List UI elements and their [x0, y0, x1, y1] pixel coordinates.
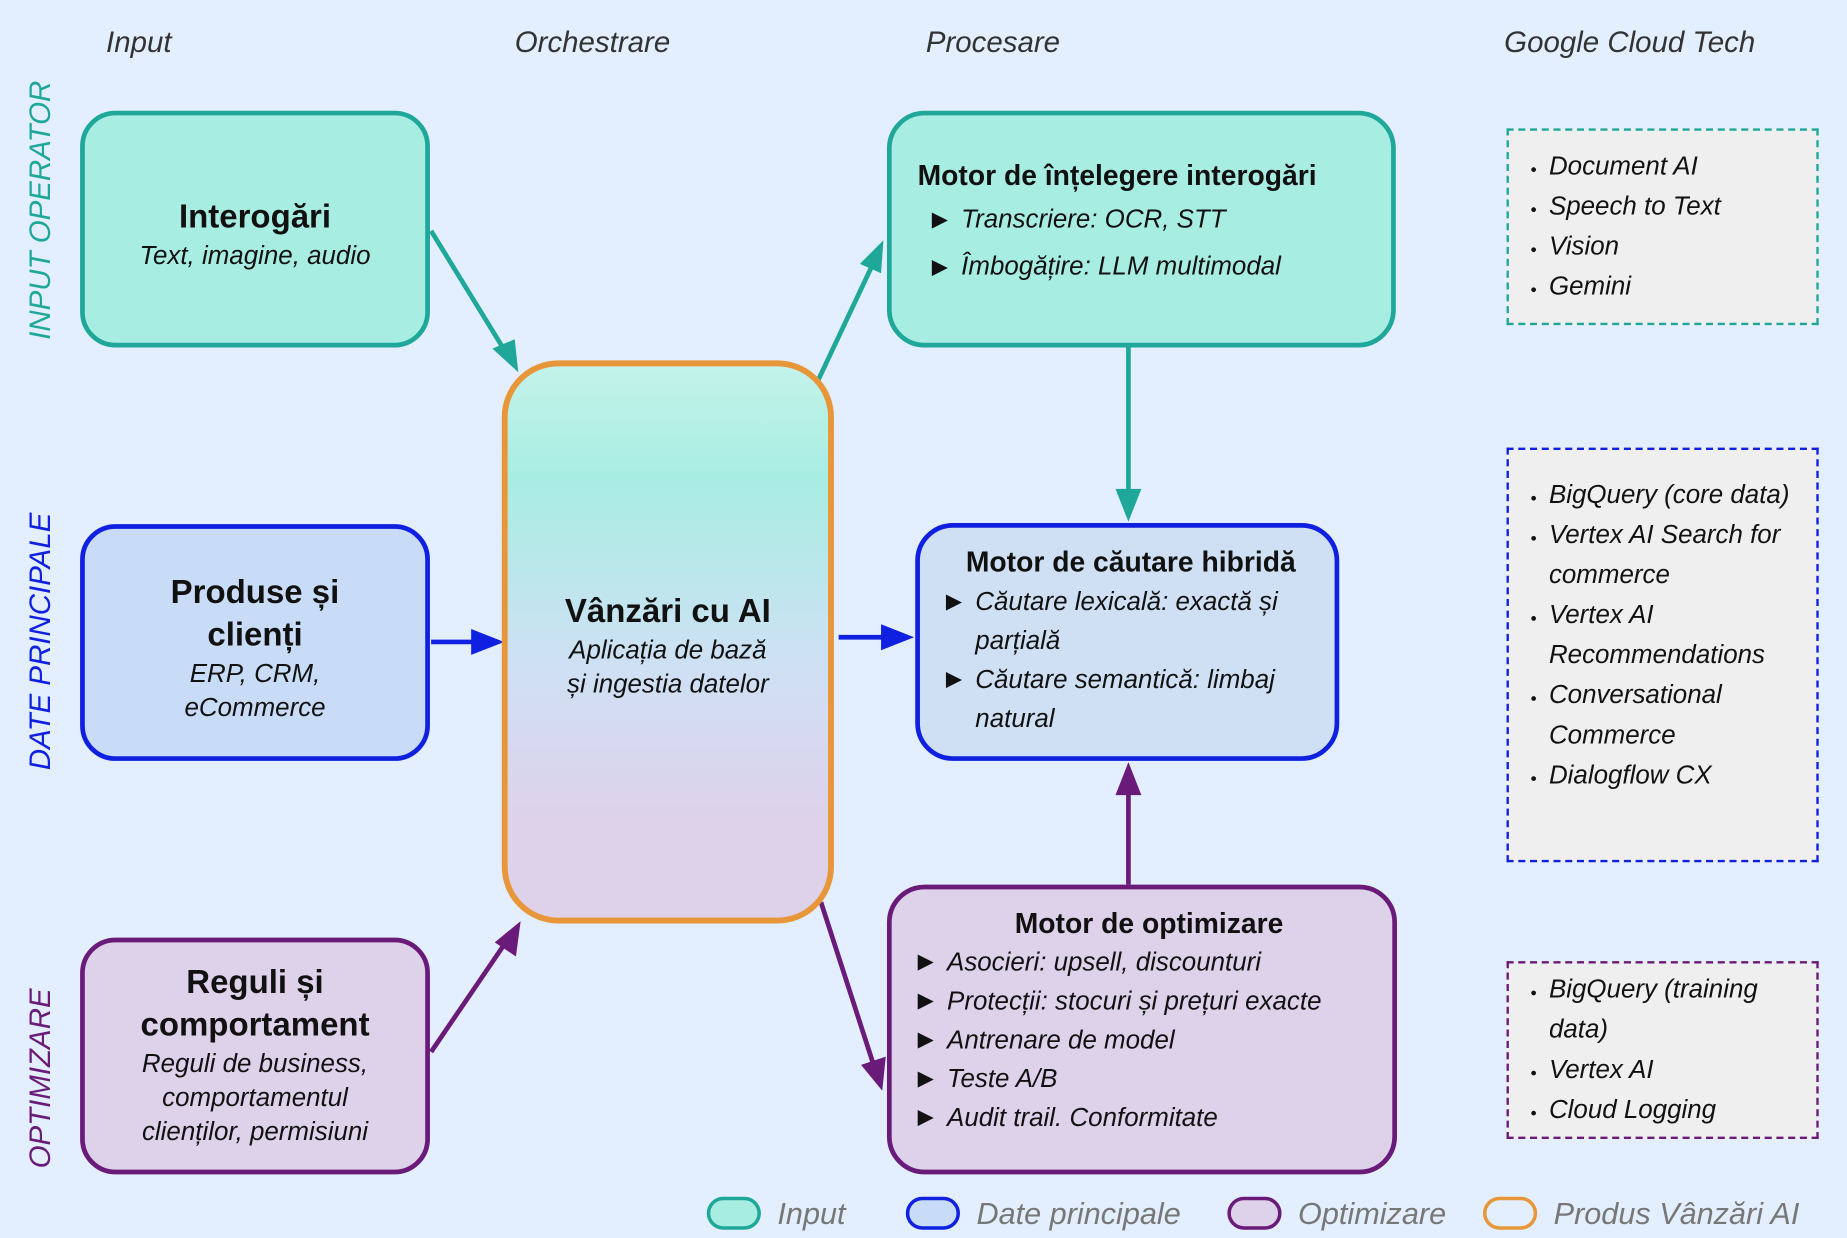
tech-item: BigQuery (training data): [1549, 969, 1809, 1049]
engine-search: Motor de căutare hibridă Căutare lexical…: [915, 522, 1340, 761]
rules-title-line2: comportament: [140, 1005, 370, 1043]
tech-item: Document AI: [1549, 146, 1816, 186]
tech-item: Speech to Text: [1549, 186, 1816, 226]
tech-item: BigQuery (core data): [1549, 475, 1809, 515]
arrow-core-to-understanding: [815, 258, 878, 383]
understanding-item: Transcriere: OCR, STT: [932, 196, 1391, 243]
queries-subtitle: Text, imagine, audio: [139, 240, 371, 270]
optimization-item: Protecții: stocuri și prețuri exacte: [918, 981, 1381, 1020]
products-title-line2: clienți: [207, 616, 303, 653]
optimization-title: Motor de optimizare: [1014, 908, 1284, 940]
products-title-line1: Produse și: [170, 573, 340, 611]
legend-swatch-orange: [1482, 1196, 1538, 1230]
optimization-item: Audit trail. Conformitate: [918, 1098, 1381, 1137]
column-header-orchestration: Orchestrare: [514, 25, 671, 59]
row-label-operator: INPUT OPERATOR: [24, 80, 58, 340]
column-header-tech: Google Cloud Tech: [1504, 25, 1756, 59]
core-subtitle-line2: și ingestia datelor: [567, 669, 769, 699]
queries-title: Interogări: [178, 197, 332, 235]
engine-optimization: Motor de optimizare Asocieri: upsell, di…: [886, 884, 1397, 1175]
understanding-list: Transcriere: OCR, STT Îmbogățire: LLM mu…: [918, 196, 1392, 290]
tech-item: Gemini: [1549, 266, 1816, 306]
input-box-queries: Interogări Text, imagine, audio: [80, 110, 430, 348]
arrow-core-to-optimization: [818, 901, 876, 1064]
column-header-input: Input: [106, 25, 172, 59]
products-subtitle-line1: ERP, CRM,: [189, 658, 321, 688]
search-item: Căutare lexicală: exactă și parțială: [946, 582, 1316, 660]
rules-subtitle-line2: comportamentul: [162, 1082, 348, 1112]
legend-label: Produs Vânzări AI: [1553, 1194, 1800, 1231]
products-subtitle-line2: eCommerce: [184, 692, 326, 723]
tech-item: Vertex AI Search for commerce: [1549, 515, 1809, 595]
optimization-list: Asocieri: upsell, discounturi Protecții:…: [918, 942, 1381, 1136]
legend-label: Date principale: [976, 1194, 1181, 1231]
tech-list-operator: Document AI Speech to Text Vision Gemini: [1506, 128, 1819, 326]
legend-item-data: Date principale: [905, 1193, 1181, 1233]
legend-item-product: Produs Vânzări AI: [1482, 1193, 1800, 1233]
tech-list-data: BigQuery (core data) Vertex AI Search fo…: [1506, 447, 1819, 863]
legend-label: Optimizare: [1298, 1194, 1447, 1231]
legend-swatch-teal: [706, 1196, 761, 1230]
arrow-rules-to-core: [429, 943, 507, 1054]
search-list: Căutare lexicală: exactă și parțială Cău…: [946, 582, 1316, 737]
optimization-item: Antrenare de model: [918, 1020, 1381, 1059]
tech-item: Vertex AI Recommendations: [1549, 595, 1809, 675]
tech-item: Dialogflow CX: [1549, 755, 1809, 795]
column-header-processing: Procesare: [925, 25, 1061, 59]
core-subtitle-line1: Aplicația de bază: [569, 634, 767, 665]
legend-swatch-blue: [905, 1196, 960, 1230]
tech-list-optimize: BigQuery (training data) Vertex AI Cloud…: [1506, 961, 1819, 1140]
legend-item-input: Input: [706, 1193, 846, 1233]
optimization-item: Teste A/B: [918, 1059, 1381, 1098]
tech-item: Vision: [1549, 226, 1816, 266]
tech-item: Vertex AI: [1549, 1050, 1809, 1090]
search-title: Motor de căutare hibridă: [965, 546, 1296, 579]
optimization-item: Asocieri: upsell, discounturi: [918, 942, 1381, 981]
input-box-rules: Reguli și comportament Reguli de busines…: [80, 937, 430, 1175]
rules-subtitle-line1: Reguli de business,: [141, 1048, 369, 1078]
core-app-box: Vânzări cu AI Aplicația de bază și inges…: [501, 360, 834, 924]
arrow-queries-to-core: [429, 229, 513, 361]
understanding-item: Îmbogățire: LLM multimodal: [932, 243, 1391, 290]
input-box-products: Produse și clienți ERP, CRM, eCommerce: [80, 524, 430, 761]
legend-label: Input: [777, 1194, 846, 1231]
understanding-title: Motor de înțelegere interogări: [917, 160, 1317, 192]
engine-understanding: Motor de înțelegere interogări Transcrie…: [886, 110, 1396, 348]
row-label-data: DATE PRINCIPALE: [24, 512, 58, 771]
core-title: Vânzări cu AI: [564, 592, 771, 629]
legend-swatch-purple: [1227, 1196, 1282, 1230]
legend-item-optimize: Optimizare: [1227, 1193, 1446, 1233]
search-item: Căutare semantică: limbaj natural: [946, 660, 1316, 738]
tech-item: Conversational Commerce: [1549, 675, 1809, 755]
row-label-optimize: OPTIMIZARE: [24, 988, 58, 1169]
rules-title-line1: Reguli și: [186, 963, 324, 1001]
rules-subtitle-line3: clienților, permisiuni: [141, 1116, 369, 1147]
tech-item: Cloud Logging: [1549, 1090, 1809, 1130]
